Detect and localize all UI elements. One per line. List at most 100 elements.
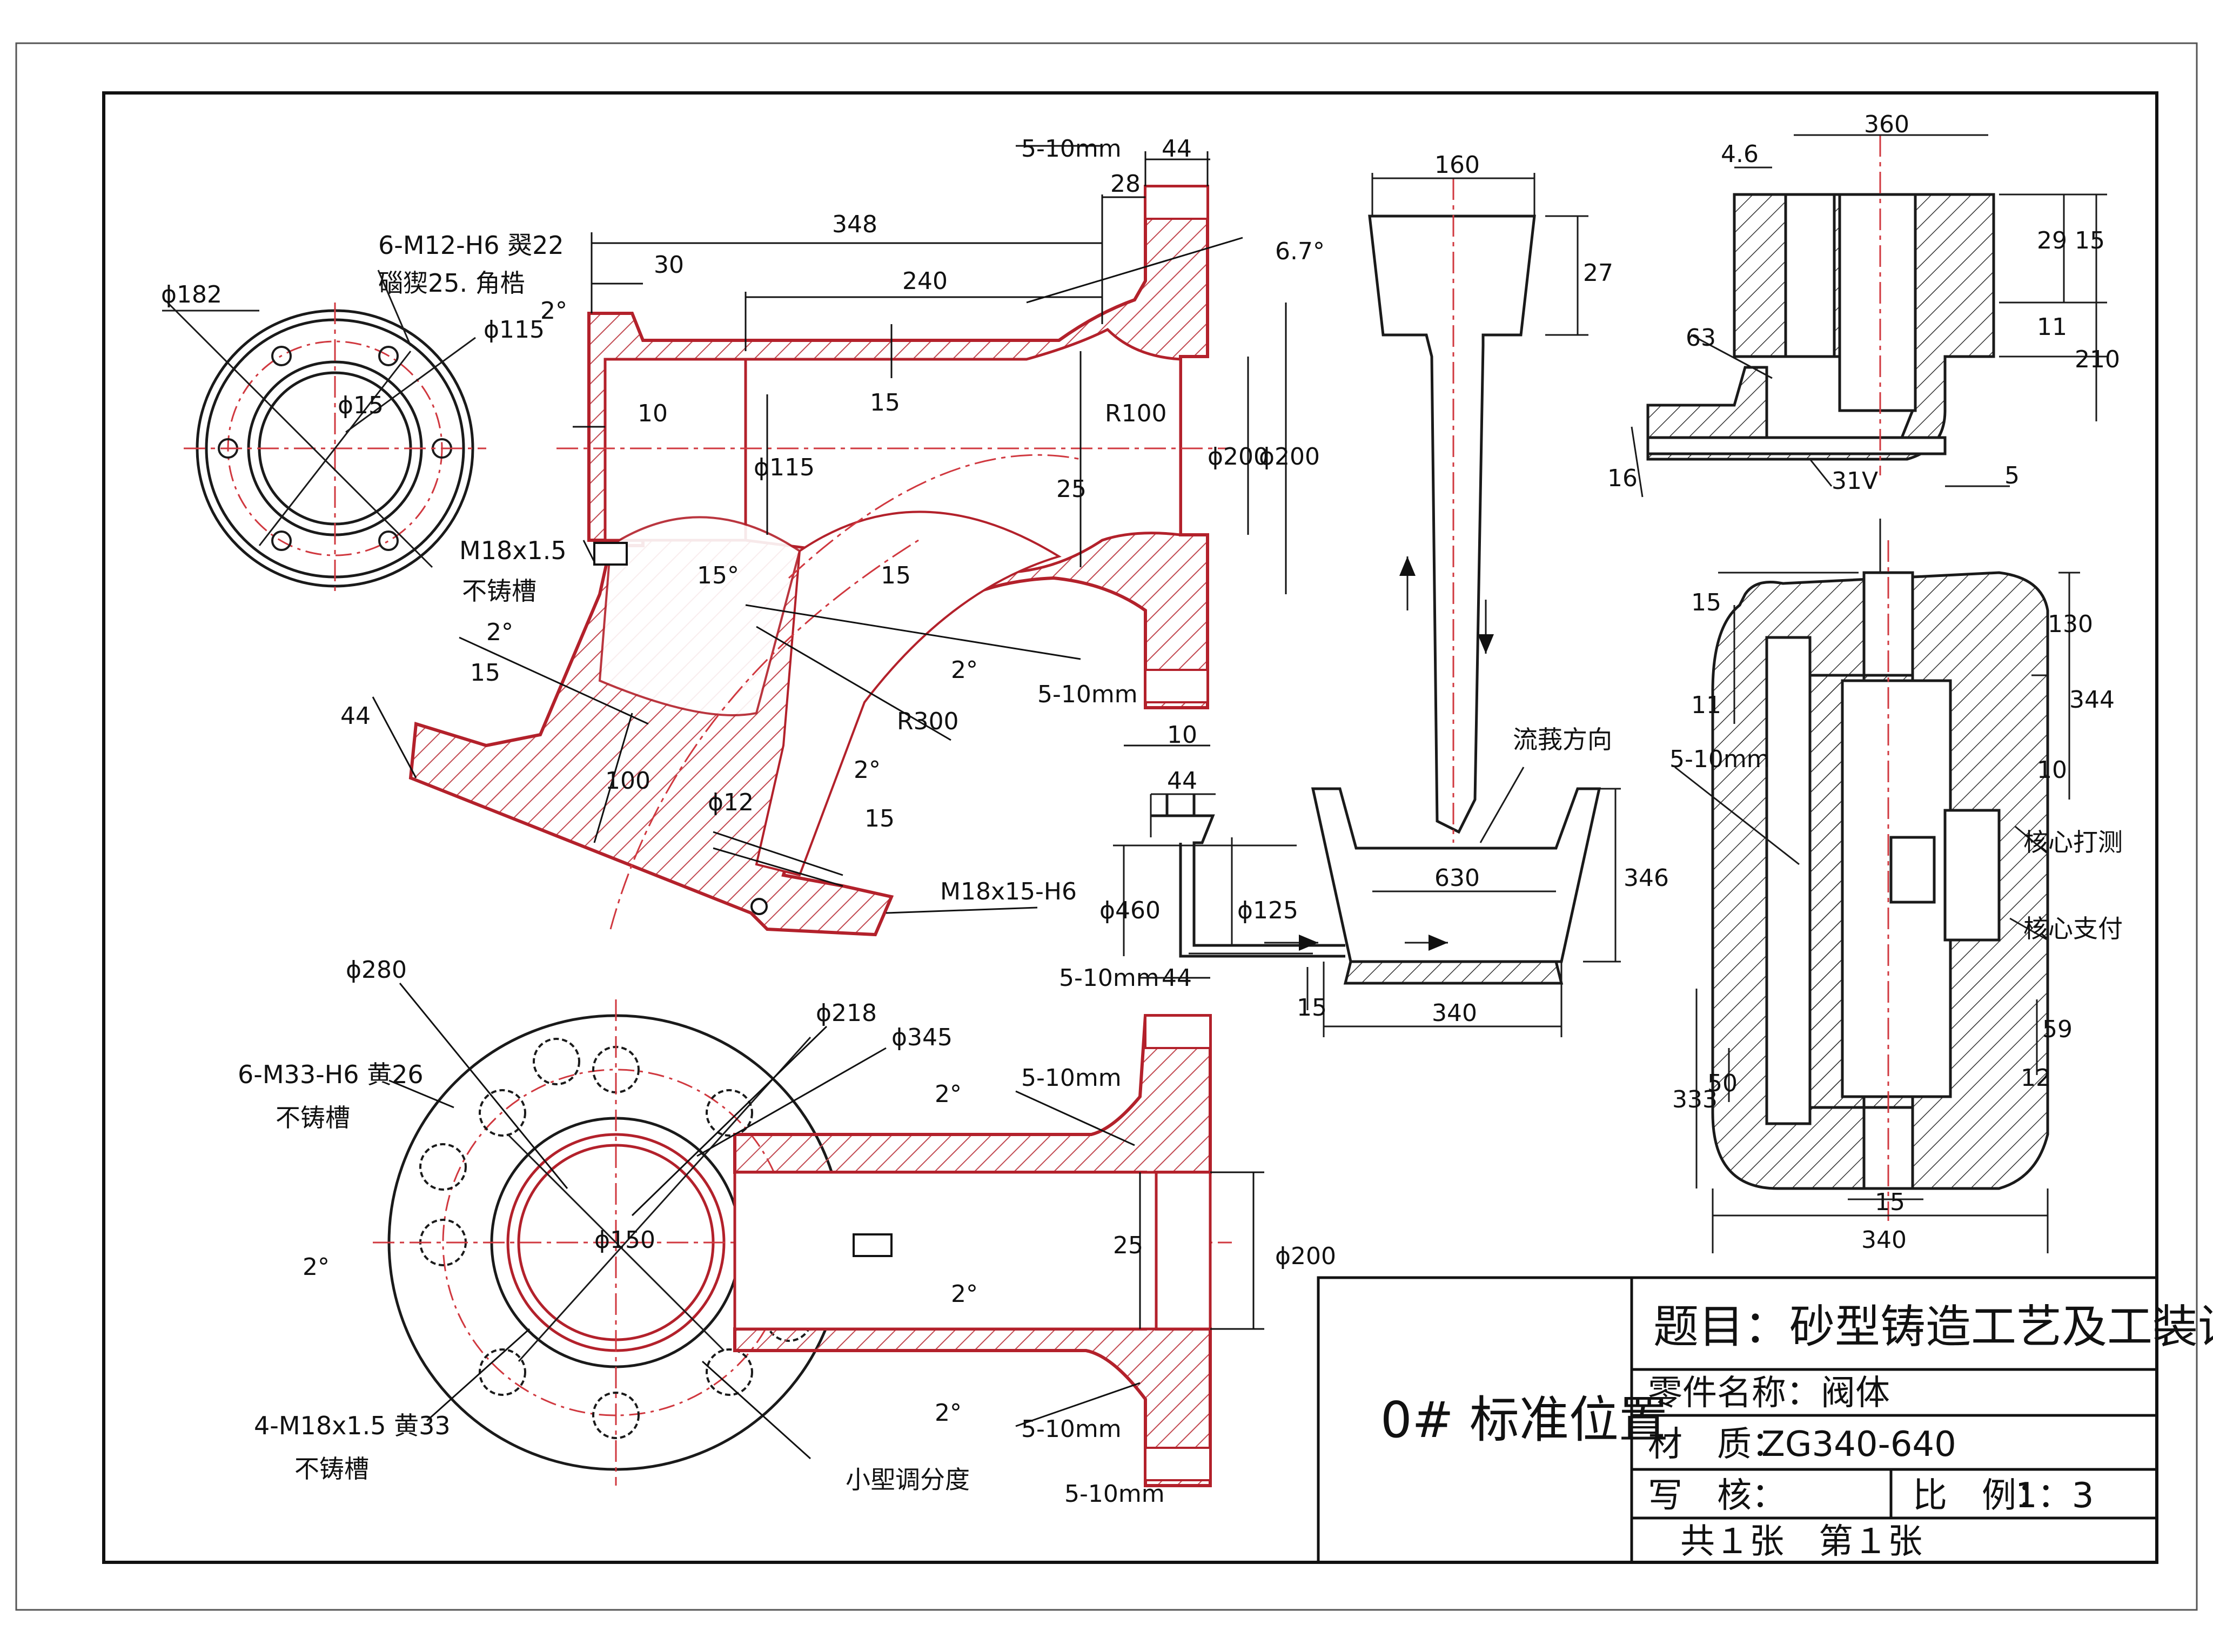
- dim-11-rc: 11: [1691, 691, 1721, 719]
- dim-phi182: ϕ182: [161, 281, 222, 308]
- dim-44-bottom: 44: [1162, 964, 1192, 992]
- title-block-checker: 写 核：: [1648, 1476, 1786, 1516]
- top-left-flange-view: [162, 270, 486, 594]
- dim-11-tr: 11: [2037, 313, 2067, 341]
- dim-100: 100: [605, 767, 651, 795]
- title-block-position: 0# 标准位置: [1380, 1391, 1668, 1449]
- note-adjust: 小堲调分度: [846, 1465, 970, 1494]
- dim-phi150: ϕ150: [594, 1226, 655, 1254]
- dim-15a: 15: [870, 389, 900, 417]
- dim-59: 59: [2042, 1016, 2073, 1043]
- dim-348: 348: [832, 211, 877, 238]
- bottom-pipe-section: [388, 977, 1264, 1487]
- dim-phi12: ϕ12: [708, 789, 754, 816]
- dim-340-gate: 340: [1432, 999, 1477, 1027]
- dim-4-6: 4.6: [1721, 140, 1759, 168]
- dim-ang-2-bottom-c: 2°: [935, 1399, 962, 1427]
- dim-phi280: ϕ280: [346, 956, 407, 984]
- title-block: [1317, 1276, 2158, 1564]
- note-bolt-holes: 6-M12-H6 翜22: [378, 231, 564, 260]
- note-core-1: 核心打测: [2023, 828, 2123, 857]
- dim-5-10mm-b1: 5-10mm: [1059, 964, 1159, 992]
- gating-system-view: [1113, 173, 1621, 1037]
- dim-5-10mm-bot: 5-10mm: [1037, 681, 1138, 708]
- dim-160: 160: [1434, 151, 1480, 179]
- dim-28: 28: [1110, 170, 1141, 198]
- dim-630: 630: [1434, 864, 1480, 892]
- dim-50: 50: [1707, 1070, 1738, 1097]
- dim-ang-2b: 2°: [486, 619, 513, 646]
- title-block-material: ZG340-640: [1761, 1425, 1956, 1465]
- note-no-cast-main: 不铸槽: [462, 576, 537, 606]
- dim-360: 360: [1864, 111, 1909, 138]
- dim-15-tr: 15: [2075, 227, 2105, 254]
- dim-15e: 15: [881, 562, 911, 589]
- dim-25: 25: [1056, 475, 1087, 503]
- dim-5-tr: 5: [2004, 462, 2020, 489]
- dim-10: 10: [638, 400, 668, 427]
- dim-ang-67: 6.7°: [1275, 238, 1325, 265]
- note-no-cast-b1: 不铸槽: [276, 1103, 350, 1132]
- note-bolt-holes-2: 碯猰25. 角梏: [378, 268, 525, 298]
- dim-15-rc-a: 15: [1691, 589, 1721, 616]
- dim-44-top: 44: [1162, 135, 1192, 163]
- dim-phi115: ϕ115: [484, 316, 545, 344]
- dim-340-rc: 340: [1861, 1226, 1907, 1254]
- dim-10b: 10: [1167, 721, 1197, 749]
- dim-15d: 15: [864, 805, 895, 832]
- dim-phi15: ϕ15: [338, 392, 384, 419]
- dim-12-rc: 12: [2021, 1064, 2051, 1092]
- dim-30: 30: [654, 251, 684, 279]
- top-right-core-section: [1631, 134, 2107, 498]
- dim-27: 27: [1583, 259, 1613, 287]
- outer-border: [15, 42, 2198, 1611]
- title-block-material-label: 材 质：: [1648, 1425, 1786, 1465]
- dim-10-rc: 10: [2037, 756, 2067, 784]
- title-block-title: 题目：砂型铸造工艺及工装设计: [1653, 1300, 2213, 1353]
- dim-r300: R300: [897, 708, 959, 735]
- dim-346: 346: [1624, 864, 1669, 892]
- dim-5-10mm-b2: 5-10mm: [1021, 1064, 1122, 1092]
- dim-5-10mm-rc: 5-10mm: [1669, 746, 1770, 773]
- dim-phi218: ϕ218: [816, 999, 877, 1027]
- dim-63: 63: [1686, 324, 1716, 352]
- dim-240: 240: [902, 267, 948, 295]
- dim-5-10mm-b3: 5-10mm: [1021, 1415, 1122, 1443]
- dim-phi200-a: ϕ200: [1208, 443, 1269, 471]
- dim-r100: R100: [1105, 400, 1167, 427]
- title-block-scale: 1：3: [2015, 1476, 2094, 1516]
- note-no-cast-b2: 不铸槽: [294, 1454, 369, 1483]
- dim-16: 16: [1607, 465, 1638, 492]
- dim-31v: 31V: [1832, 467, 1878, 495]
- note-m18x15: M18x15-H6: [940, 878, 1077, 905]
- inner-border: [102, 91, 2158, 1564]
- dim-25-bottom: 25: [1113, 1232, 1143, 1259]
- note-flow-direction: 流莪方向: [1513, 725, 1612, 754]
- dim-44-left: 44: [340, 702, 371, 730]
- dim-5-10mm-top: 5-10mm: [1021, 135, 1122, 163]
- title-block-scale-label: 比 例：: [1913, 1476, 2051, 1516]
- dim-ang-2d: 2°: [854, 756, 881, 784]
- dim-ang-2-bottom-d: 2°: [303, 1253, 330, 1281]
- main-section-view: [372, 145, 1287, 937]
- dim-ang-2a: 2°: [540, 297, 567, 325]
- dim-15c: 15: [470, 659, 500, 687]
- dim-phi200-b: ϕ200: [1259, 443, 1320, 471]
- dim-ang-15: 15°: [697, 562, 739, 589]
- title-block-part-name: 零件名称：阀体: [1648, 1373, 1890, 1413]
- dim-210: 210: [2075, 346, 2120, 373]
- dim-15-gate: 15: [1297, 994, 1327, 1022]
- note-core-2: 核心支付: [2023, 914, 2123, 943]
- dim-phi115-main: ϕ115: [754, 454, 815, 481]
- dim-phi200-bottom: ϕ200: [1275, 1243, 1336, 1270]
- title-block-sheets: 共１张 第１张: [1680, 1522, 1922, 1562]
- dim-344: 344: [2069, 686, 2115, 714]
- dim-5-10mm-b4: 5-10mm: [1064, 1480, 1165, 1508]
- dim-44-gate: 44: [1167, 767, 1197, 795]
- right-core-assembly-view: [1674, 519, 2080, 1253]
- dim-phi460: ϕ460: [1099, 897, 1161, 924]
- dim-ang-2-bottom-a: 2°: [935, 1080, 962, 1108]
- dim-phi125: ϕ125: [1237, 897, 1298, 924]
- dim-ang-2-bottom-b: 2°: [951, 1280, 978, 1308]
- dim-ang-2c: 2°: [951, 656, 978, 684]
